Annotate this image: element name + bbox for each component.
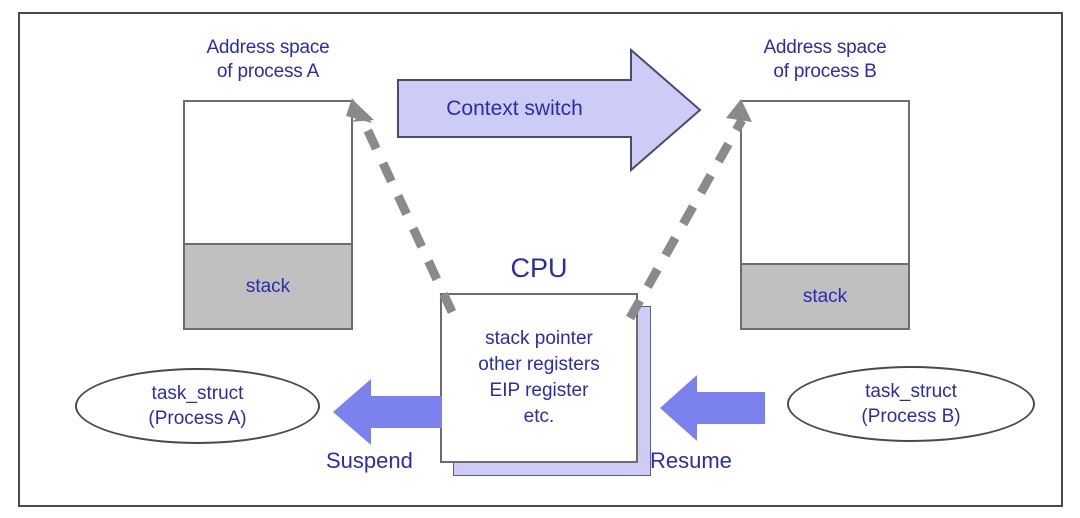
cpu-title: CPU (510, 253, 568, 283)
task-struct-a-label: task_struct (Process A) (148, 383, 247, 429)
context-switch-label: Context switch (446, 97, 583, 120)
stack-label-b: stack (802, 285, 848, 307)
suspend-label: Suspend (326, 448, 413, 473)
cpu-box: stack pointer other registers EIP regist… (440, 293, 638, 463)
address-space-a-box: stack (183, 100, 353, 330)
stack-region-a: stack (185, 243, 351, 328)
task-struct-b-label: task_struct (Process B) (861, 381, 961, 427)
stack-label-a: stack (245, 275, 291, 297)
stack-region-b: stack (742, 263, 908, 328)
cpu-registers-text: stack pointer other registers EIP regist… (478, 328, 600, 427)
address-space-a-title: Address space of process A (206, 37, 330, 82)
resume-label: Resume (650, 448, 732, 473)
address-space-b-box: stack (740, 100, 910, 330)
address-space-b-title: Address space of process B (763, 37, 887, 82)
task-struct-a-ellipse: task_struct (Process A) (75, 368, 320, 444)
task-struct-b-ellipse: task_struct (Process B) (787, 366, 1035, 442)
